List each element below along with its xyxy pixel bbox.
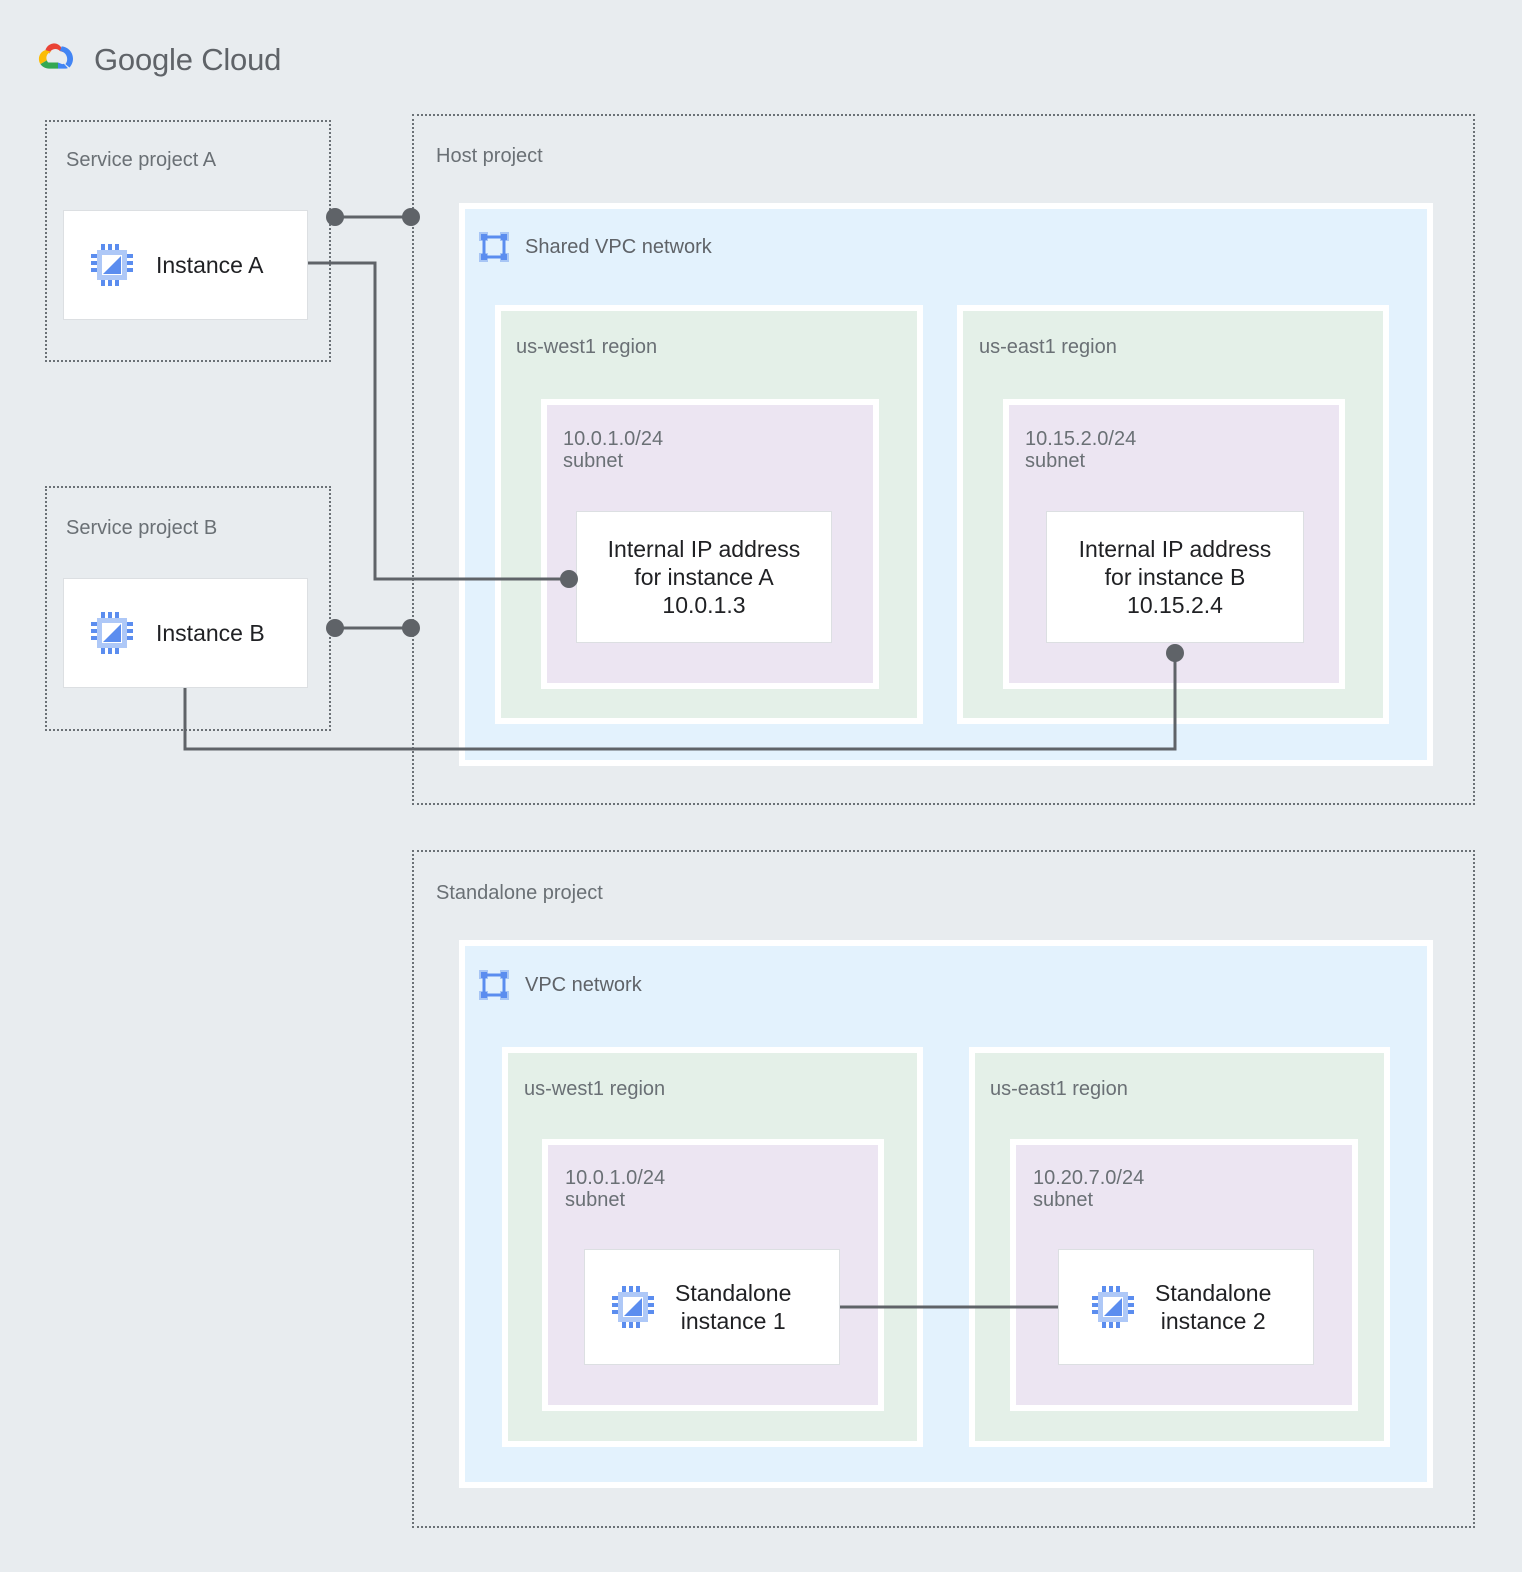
instance-a-card[interactable]: Instance A	[63, 210, 308, 320]
internal-ip-instance-a-text: Internal IP address for instance A 10.0.…	[607, 535, 801, 619]
host-region-us-east1-label: us-east1 region	[979, 336, 1117, 358]
host-region-us-west1-label: us-west1 region	[516, 336, 658, 358]
compute-instance-chip-icon	[90, 611, 134, 655]
internal-ip-instance-a-card: Internal IP address for instance A 10.0.…	[576, 511, 832, 643]
internal-ip-instance-b-text: Internal IP address for instance B 10.15…	[1078, 535, 1272, 619]
vpc-network-icon	[477, 230, 511, 264]
service-project-a-label: Service project A	[66, 149, 217, 171]
standalone-project-container	[412, 850, 1475, 1528]
host-subnet-10-15-2-0-24-label: 10.15.2.0/24 subnet	[1025, 428, 1137, 473]
google-cloud-logo: Google Cloud	[36, 36, 281, 84]
standalone-region-us-east1-label: us-east1 region	[990, 1078, 1128, 1100]
logo-wordmark: Google Cloud	[94, 42, 281, 78]
host-project-label: Host project	[436, 145, 543, 167]
shared-vpc-network-title: Shared VPC network	[525, 235, 712, 258]
instance-a-label: Instance A	[156, 251, 264, 278]
standalone-instance-2-label: Standalone instance 2	[1155, 1279, 1272, 1334]
internal-ip-instance-b-card: Internal IP address for instance B 10.15…	[1046, 511, 1304, 643]
instance-b-label: Instance B	[156, 619, 265, 646]
standalone-instance-1-label: Standalone instance 1	[675, 1279, 792, 1334]
vpc-network-title: VPC network	[525, 973, 642, 996]
vpc-network-icon	[477, 968, 511, 1002]
standalone-subnet-10-20-7-0-24-label: 10.20.7.0/24 subnet	[1033, 1167, 1145, 1212]
instance-b-card[interactable]: Instance B	[63, 578, 308, 688]
shared-vpc-network-header: Shared VPC network	[477, 230, 712, 264]
logo-word-cloud: Cloud	[201, 42, 282, 77]
compute-instance-chip-icon	[90, 243, 134, 287]
standalone-project-label: Standalone project	[436, 882, 603, 904]
service-project-a-container	[45, 120, 331, 362]
service-project-b-label: Service project B	[66, 517, 218, 539]
compute-instance-chip-icon	[1091, 1285, 1135, 1329]
vpc-network-header: VPC network	[477, 968, 642, 1002]
host-subnet-10-0-1-0-24-label: 10.0.1.0/24 subnet	[563, 428, 664, 473]
google-cloud-logo-icon	[36, 40, 80, 80]
standalone-subnet-10-0-1-0-24-label: 10.0.1.0/24 subnet	[565, 1167, 666, 1212]
compute-instance-chip-icon	[611, 1285, 655, 1329]
standalone-instance-2-card[interactable]: Standalone instance 2	[1058, 1249, 1314, 1365]
standalone-instance-1-card[interactable]: Standalone instance 1	[584, 1249, 840, 1365]
standalone-region-us-west1-label: us-west1 region	[524, 1078, 666, 1100]
logo-word-google: Google	[94, 42, 193, 77]
